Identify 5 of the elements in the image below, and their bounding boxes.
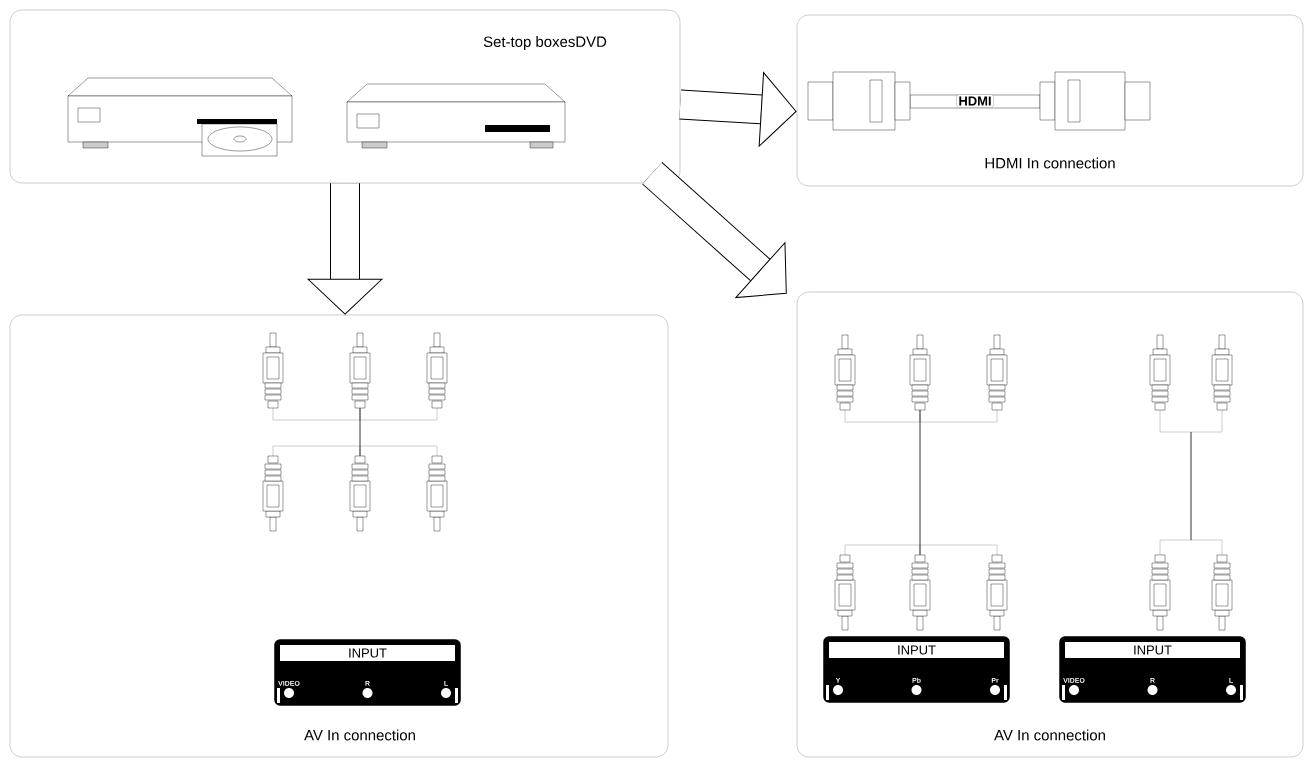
block-arrow xyxy=(642,162,787,299)
panel-box: Set-top boxesDVD xyxy=(9,9,681,184)
cable-label: HDMI xyxy=(956,94,994,108)
block-arrow xyxy=(679,72,797,147)
block-arrow xyxy=(307,183,383,315)
